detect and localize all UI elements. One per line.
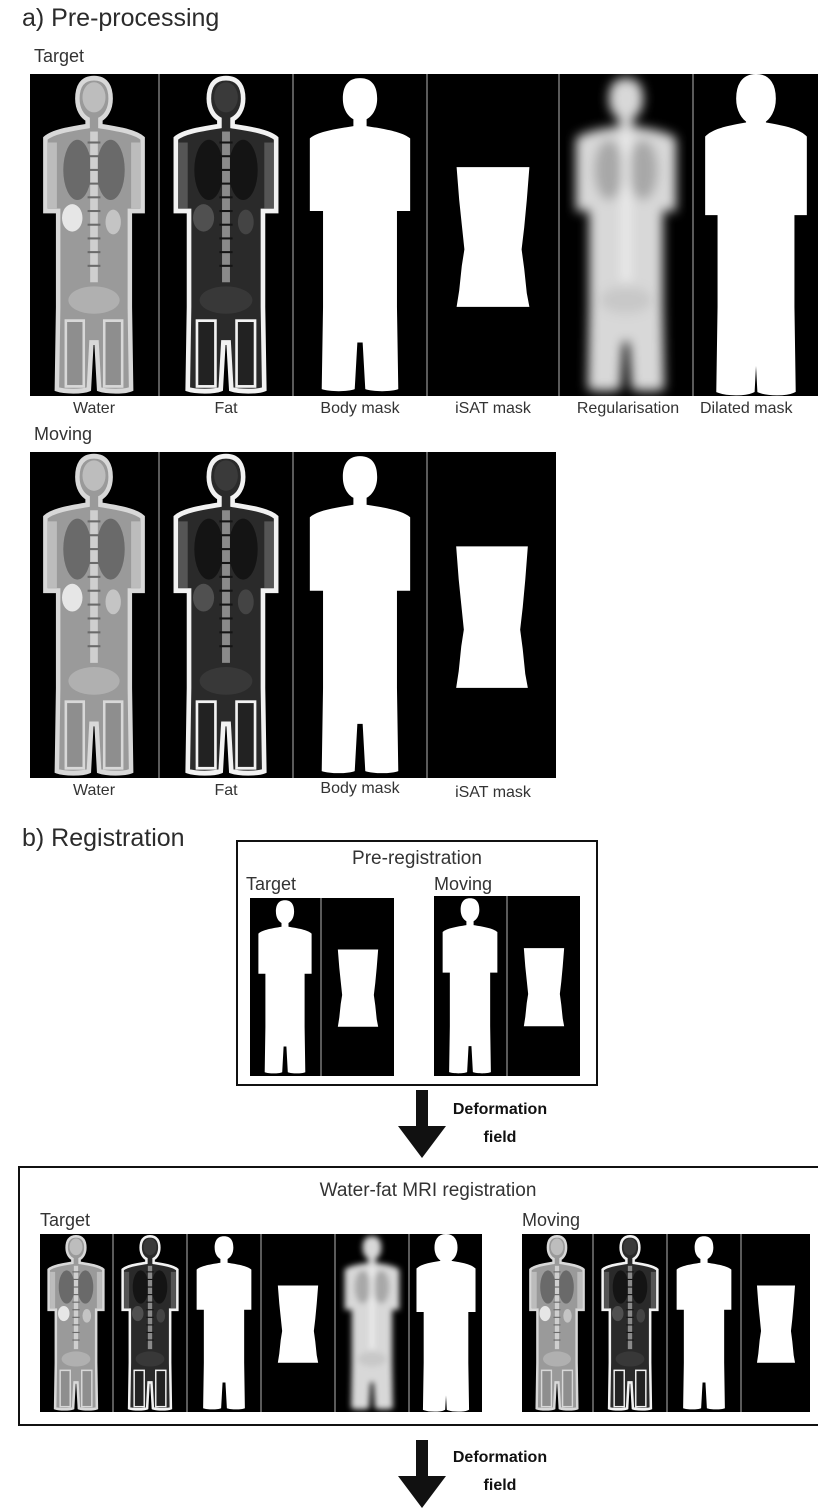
caption-target-body-mask: Body mask <box>294 400 426 418</box>
caption-target-isat-mask: iSAT mask <box>428 400 558 418</box>
pre-registration-target-label: Target <box>246 874 296 895</box>
caption-moving-body-mask: Body mask <box>294 780 426 798</box>
moving-row-label: Moving <box>34 424 92 445</box>
target-isat-mask-image <box>428 74 558 396</box>
prereg-moving-isat-mask-image <box>508 896 580 1076</box>
arrow1-label-line2: field <box>440 1124 560 1152</box>
target-fat-image <box>160 74 292 396</box>
arrow2-label-line1: Deformation <box>440 1444 560 1472</box>
mri-target-fat-image <box>114 1234 186 1412</box>
moving-body-mask-image <box>294 452 426 778</box>
moving-fat-image <box>160 452 292 778</box>
mri-registration-target-label: Target <box>40 1210 90 1231</box>
moving-water-image <box>30 452 158 778</box>
mri-moving-water-image <box>522 1234 592 1412</box>
caption-target-fat: Fat <box>160 400 292 418</box>
caption-target-dilated-mask: Dilated mask <box>700 400 818 418</box>
prereg-moving-body-mask-image <box>434 896 506 1076</box>
mri-target-body-mask-image <box>188 1234 260 1412</box>
target-dilated-mask-image <box>694 74 818 396</box>
caption-moving-water: Water <box>30 782 158 800</box>
target-water-image <box>30 74 158 396</box>
mri-target-regularisation-image <box>336 1234 408 1412</box>
mri-moving-body-mask-image <box>668 1234 740 1412</box>
arrow2-label-line2: field <box>440 1472 560 1500</box>
mri-target-isat-mask-image <box>262 1234 334 1412</box>
prereg-target-isat-mask-image <box>322 898 394 1076</box>
mri-moving-isat-mask-image <box>742 1234 810 1412</box>
prereg-target-body-mask-image <box>250 898 320 1076</box>
section-a-heading: a) Pre-processing <box>22 4 219 33</box>
mri-target-water-image <box>40 1234 112 1412</box>
caption-moving-isat-mask: iSAT mask <box>428 784 558 802</box>
mri-moving-fat-image <box>594 1234 666 1412</box>
mri-registration-title: Water-fat MRI registration <box>20 1180 818 1202</box>
caption-moving-fat: Fat <box>160 782 292 800</box>
mri-registration-moving-label: Moving <box>522 1210 580 1231</box>
target-regularisation-image <box>560 74 692 396</box>
moving-isat-mask-image <box>428 452 556 778</box>
caption-target-water: Water <box>30 400 158 418</box>
target-body-mask-image <box>294 74 426 396</box>
pre-registration-moving-label: Moving <box>434 874 492 895</box>
caption-target-regularisation: Regularisation <box>560 400 696 418</box>
section-b-heading: b) Registration <box>22 824 185 853</box>
pre-registration-title: Pre-registration <box>238 848 596 870</box>
target-row-label: Target <box>34 46 84 67</box>
mri-target-dilated-mask-image <box>410 1234 482 1412</box>
arrow1-label-line1: Deformation <box>440 1096 560 1124</box>
